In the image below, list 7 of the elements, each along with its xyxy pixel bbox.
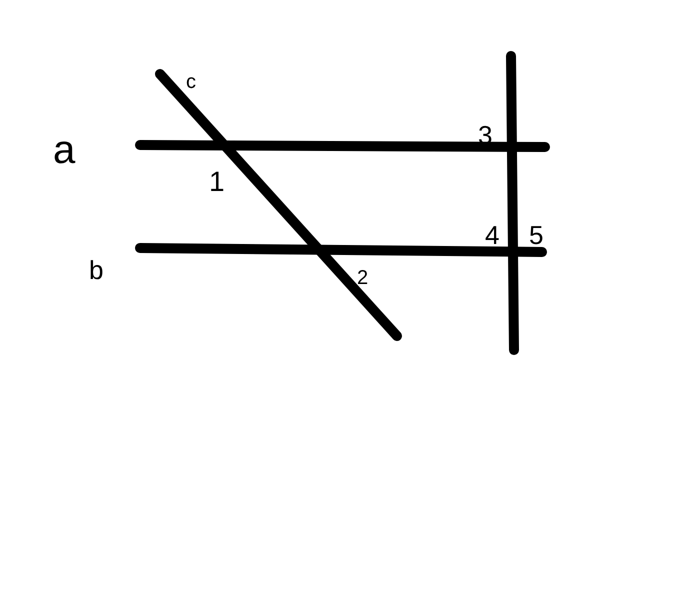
line-label: c (186, 72, 196, 92)
angle-label: 2 (357, 268, 368, 288)
angle-label: 4 (485, 222, 500, 248)
line-label: a (53, 130, 76, 170)
angle-label: 5 (529, 222, 544, 248)
line-label: b (89, 257, 104, 283)
angle-label: 1 (209, 168, 225, 196)
